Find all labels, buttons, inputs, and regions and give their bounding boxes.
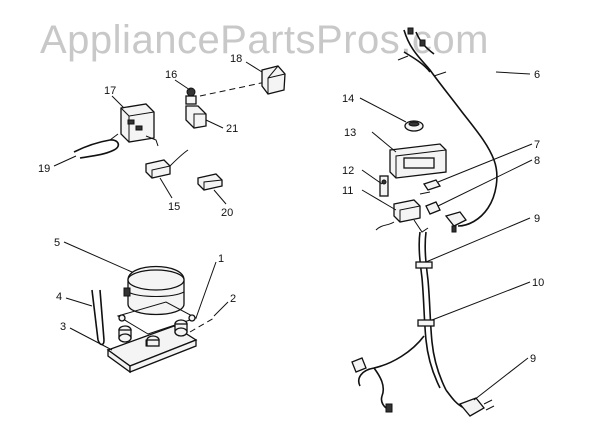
alignment-dashed-line — [199, 81, 267, 97]
label-9-upper: 9 — [534, 213, 540, 225]
part-18-cap — [261, 65, 286, 95]
label-15: 15 — [168, 201, 180, 213]
part-10-cord — [351, 231, 447, 413]
part-1-grommet — [174, 319, 188, 337]
part-14-cap — [404, 120, 424, 132]
label-4: 4 — [56, 291, 62, 303]
part-19-wire-clip — [73, 133, 120, 159]
label-19: 19 — [38, 163, 50, 175]
part-9-power-plug — [445, 389, 495, 417]
center-stud — [146, 335, 160, 347]
part-2-screw — [189, 317, 215, 333]
part-13-bracket — [389, 143, 447, 179]
compressor-mount — [116, 301, 198, 335]
label-13: 13 — [344, 127, 356, 139]
part-20-block — [197, 173, 223, 191]
label-9-lower: 9 — [530, 353, 536, 365]
label-7: 7 — [534, 139, 540, 151]
label-2: 2 — [230, 293, 236, 305]
label-14: 14 — [342, 93, 354, 105]
label-20: 20 — [221, 207, 233, 219]
part-8-connector — [425, 201, 441, 215]
part-7-connector — [419, 179, 442, 195]
grommet-left — [118, 325, 132, 343]
label-17: 17 — [104, 85, 116, 97]
label-3: 3 — [60, 321, 66, 333]
label-11: 11 — [342, 185, 353, 197]
label-6: 6 — [534, 69, 540, 81]
part-12-post — [379, 175, 389, 197]
watermark: AppliancePartsPros.com — [40, 18, 489, 62]
part-6-harness — [397, 27, 498, 227]
label-21: 21 — [226, 123, 238, 135]
part-4-tubing — [91, 289, 105, 346]
part-17-relay — [120, 103, 159, 147]
label-5: 5 — [54, 237, 60, 249]
label-1: 1 — [218, 253, 224, 265]
label-16: 16 — [165, 69, 177, 81]
label-18: 18 — [230, 53, 242, 65]
label-8: 8 — [534, 155, 540, 167]
part-5-compressor — [123, 265, 185, 316]
part-16-terminal — [185, 87, 197, 105]
label-12: 12 — [342, 165, 354, 177]
part-21-bracket — [185, 105, 207, 129]
part-15-block — [145, 149, 189, 179]
part-11-switch — [375, 199, 429, 233]
harness-plug — [444, 211, 467, 233]
label-10: 10 — [532, 277, 544, 289]
